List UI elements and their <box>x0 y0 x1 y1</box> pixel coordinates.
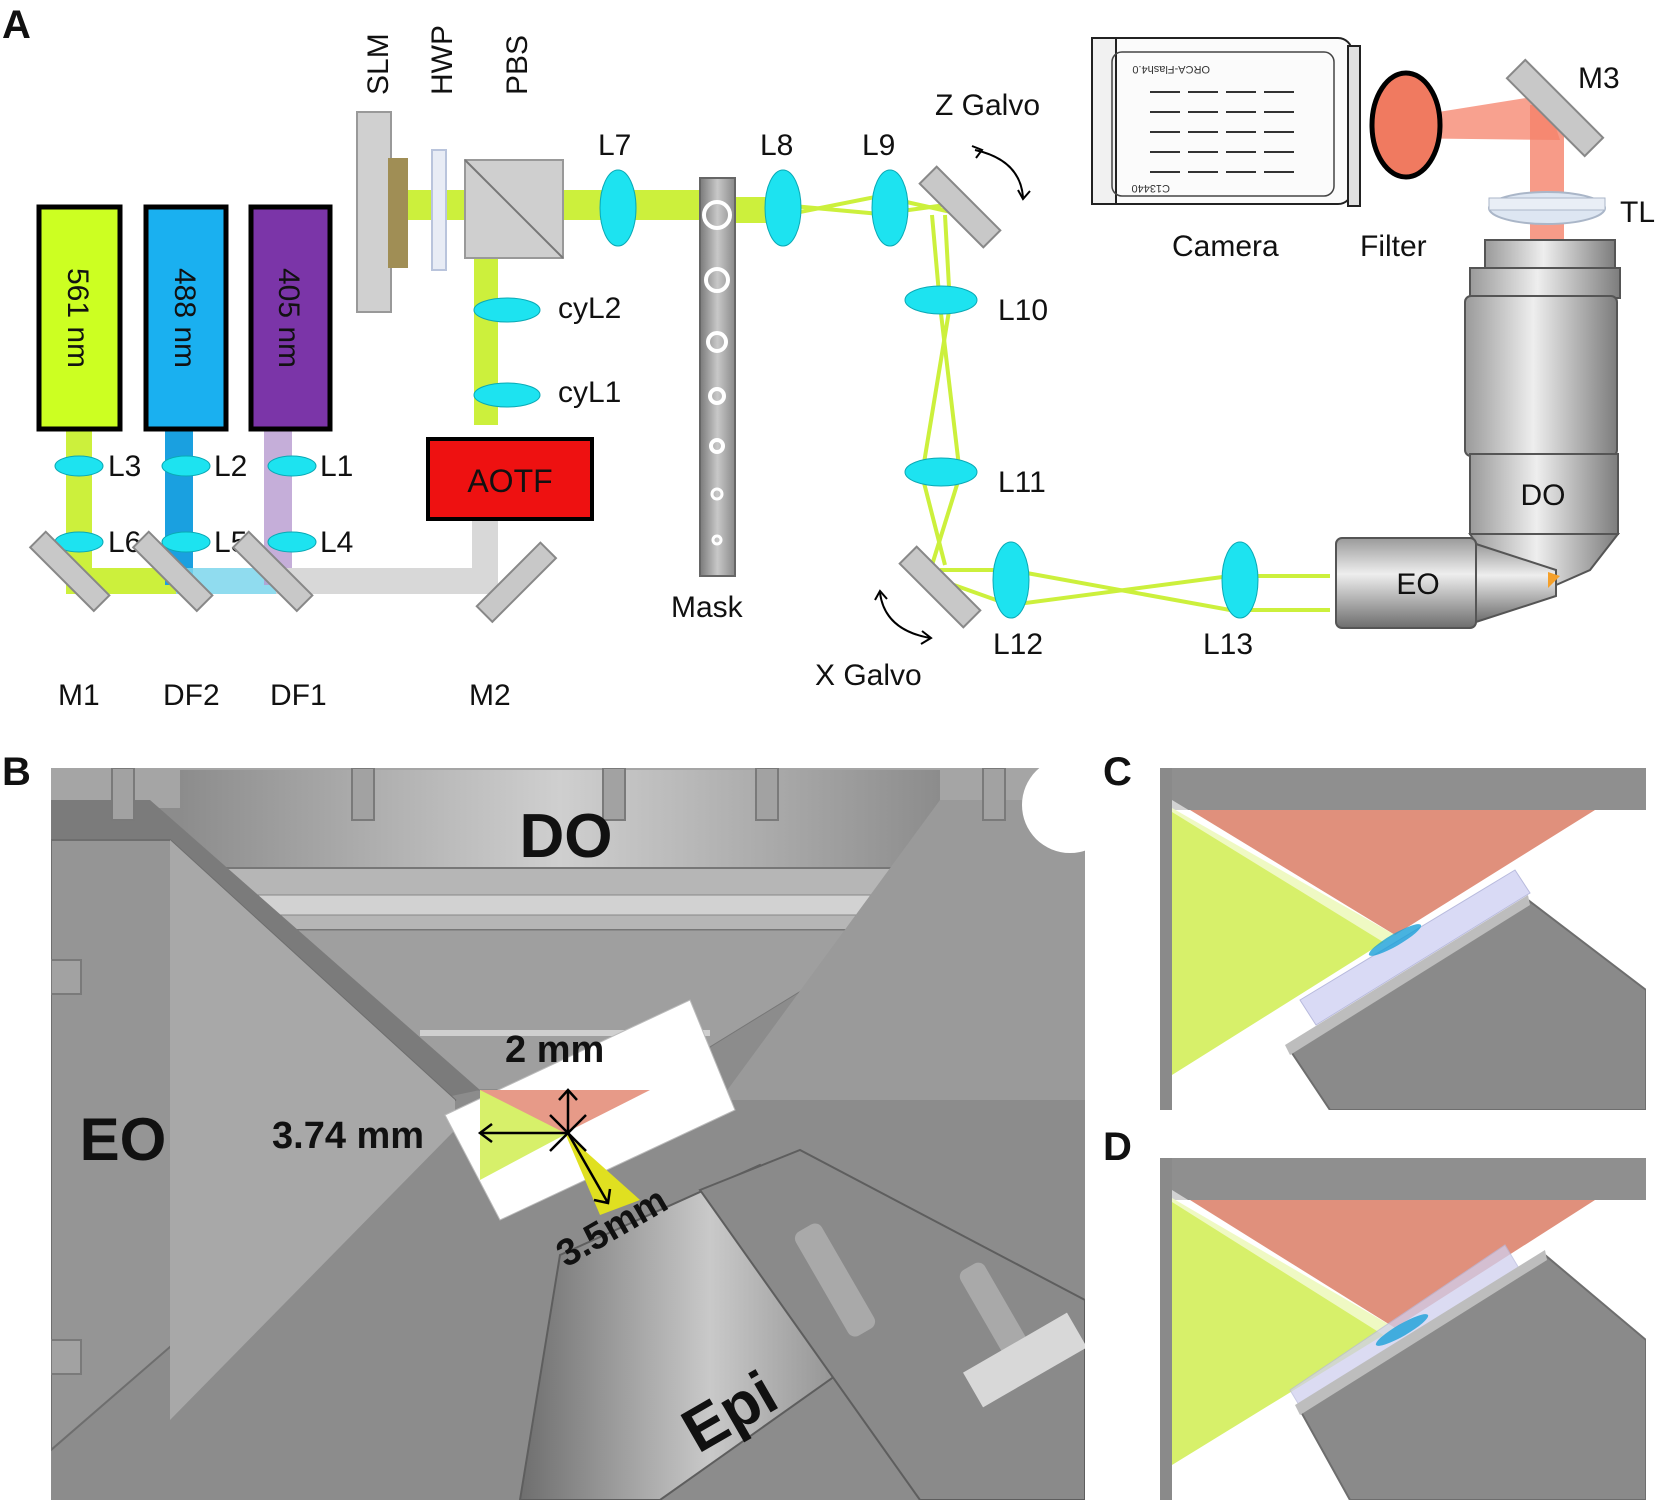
label-l2: L2 <box>214 450 247 483</box>
label-l7: L7 <box>598 129 631 162</box>
panel-d: D <box>1103 1125 1646 1500</box>
label-l11: L11 <box>998 466 1046 499</box>
panel-c: C <box>1103 750 1646 1110</box>
label-slm: SLM <box>362 33 395 95</box>
laser-405: 405 nm <box>248 204 333 432</box>
laser-488-label: 488 nm <box>168 268 201 368</box>
emission-filter <box>1369 70 1443 180</box>
label-pbs: PBS <box>501 35 534 95</box>
label-z-galvo: Z Galvo <box>935 89 1040 122</box>
relay-lenses <box>599 169 1259 619</box>
hwp <box>431 149 447 271</box>
beam-combined-horizontal <box>276 568 498 594</box>
label-l6: L6 <box>108 526 141 559</box>
mask <box>699 177 736 577</box>
label-m2: M2 <box>469 679 511 712</box>
d-excitation-cone <box>1172 1198 1395 1465</box>
do-big-label: DO <box>520 802 613 871</box>
z-galvo-mirror <box>918 165 1002 249</box>
cylindrical-lenses <box>473 297 541 408</box>
lenses-beam-expanders <box>54 455 317 553</box>
tube-lens <box>1488 191 1606 225</box>
eo-big-label: EO <box>80 1106 167 1173</box>
label-tl: TL <box>1620 196 1655 229</box>
camera-model-text: ORCA-Flash4.0 <box>1132 63 1210 75</box>
panel-b: B <box>2 750 1085 1500</box>
laser-561: 561 nm <box>36 204 123 432</box>
label-l8: L8 <box>760 129 793 162</box>
epi-objective <box>518 1148 1085 1500</box>
label-l13: L13 <box>1203 628 1253 661</box>
d-detection-cone <box>1190 1200 1595 1328</box>
pbs <box>464 159 564 259</box>
aotf: AOTF <box>426 437 594 521</box>
mirrors-bottom <box>28 530 558 624</box>
label-df1: DF1 <box>270 679 327 712</box>
laser-561-label: 561 nm <box>61 268 94 368</box>
laser-488: 488 nm <box>143 204 229 432</box>
c-excitation-cone <box>1172 808 1395 1075</box>
camera-serial-text: C13440 <box>1131 182 1170 194</box>
label-x-galvo: X Galvo <box>815 659 922 692</box>
camera: ORCA-Flash4.0 C13440 <box>1091 37 1361 207</box>
panel-d-label: D <box>1103 1125 1132 1169</box>
label-l1: L1 <box>320 450 353 483</box>
label-filter: Filter <box>1360 230 1427 263</box>
dimension-arrows <box>477 1088 612 1205</box>
laser-405-label: 405 nm <box>272 268 305 368</box>
label-camera: Camera <box>1172 230 1279 263</box>
label-l4: L4 <box>320 526 353 559</box>
eo-label: EO <box>1396 568 1439 601</box>
z-galvo-arrow <box>974 149 1024 198</box>
x-galvo-mirror <box>898 545 982 629</box>
label-l10: L10 <box>998 294 1048 327</box>
panel-c-label: C <box>1103 750 1132 794</box>
detection-objective: DO <box>1464 239 1621 586</box>
label-cyl1: cyL1 <box>558 376 621 409</box>
x-galvo-arrow <box>879 592 931 639</box>
dim-2mm: 2 mm <box>505 1029 604 1071</box>
panel-b-label: B <box>2 750 31 794</box>
label-cyl2: cyL2 <box>558 292 621 325</box>
aotf-label: AOTF <box>467 463 552 499</box>
panel-a: A <box>2 3 1655 712</box>
detection-light-cone <box>480 1090 650 1133</box>
label-l9: L9 <box>862 129 895 162</box>
excitation-objective: EO <box>1335 537 1560 629</box>
panel-a-label: A <box>2 3 31 47</box>
label-l3: L3 <box>108 450 141 483</box>
label-hwp: HWP <box>426 25 459 95</box>
label-mask: Mask <box>671 591 744 624</box>
label-df2: DF2 <box>163 679 220 712</box>
label-l12: L12 <box>993 628 1043 661</box>
do-label: DO <box>1521 479 1566 512</box>
dim-374mm: 3.74 mm <box>272 1115 424 1157</box>
epi-light-cone <box>565 1133 640 1215</box>
panel-b-cutout <box>1022 768 1085 853</box>
c-detection-cone <box>1190 810 1595 935</box>
mirror-m3 <box>1505 58 1605 158</box>
slm <box>356 111 408 313</box>
label-m1: M1 <box>58 679 100 712</box>
c-coverslip <box>1299 869 1531 1026</box>
label-m3: M3 <box>1578 62 1620 95</box>
